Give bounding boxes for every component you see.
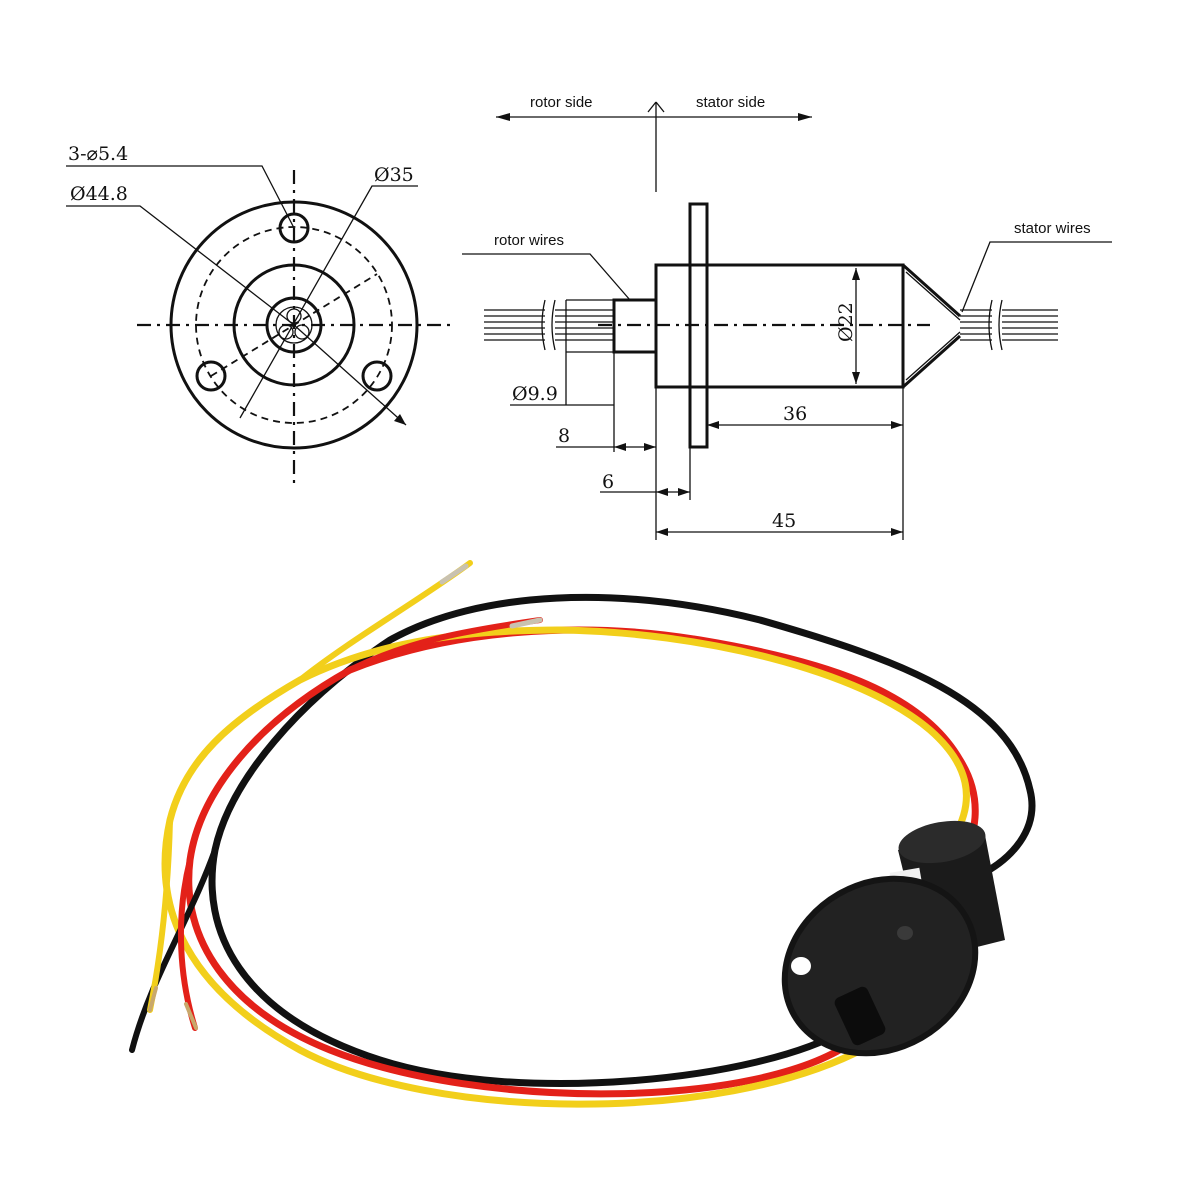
- stator-wire-bundle: [960, 299, 1058, 351]
- flange-hole-icon: [923, 1040, 941, 1056]
- holes-label: 3-⌀5.4: [68, 143, 128, 165]
- mount-hole-right: [361, 360, 393, 392]
- red-wire-tip-icon: [509, 617, 543, 629]
- red-end-tip-icon: [184, 1002, 198, 1030]
- front-view: 3-⌀5.4 Ø44.8 Ø35: [66, 143, 452, 485]
- dim-45-label: 45: [772, 510, 796, 532]
- arrowhead: [394, 414, 406, 425]
- flange-hole-icon: [791, 957, 811, 975]
- dim-8-label: 8: [558, 425, 570, 447]
- slip-ring-body: [781, 820, 1005, 1057]
- yellow-wire-tip-icon: [439, 563, 469, 585]
- stator-cone-top: [901, 263, 962, 318]
- yellow-wire: [161, 626, 970, 1108]
- arrowhead: [798, 113, 812, 121]
- holes-leader: [66, 165, 295, 229]
- arrowhead: [496, 113, 510, 121]
- inner-diameter-label: Ø35: [374, 164, 414, 186]
- red-wire: [185, 626, 979, 1098]
- rotor-wires-leader: [462, 253, 631, 301]
- rotor-side-label: rotor side: [530, 94, 593, 111]
- rotor-shaft: [834, 986, 886, 1046]
- outer-diameter-label: Ø44.8: [70, 183, 128, 205]
- side-view: rotor side stator side: [462, 94, 1112, 540]
- black-wire-end: [129, 847, 218, 1053]
- stator-cone-bottom: [901, 334, 962, 389]
- dim-36-label: 36: [783, 403, 807, 425]
- slip-ring-photo: [129, 560, 1036, 1108]
- rotor-wire-bundle: [484, 299, 614, 353]
- yellow-wire-end: [147, 817, 173, 1013]
- radius-leader: [293, 324, 407, 426]
- dim-6-label: 6: [602, 471, 614, 493]
- yellow-end-tip-icon: [148, 986, 158, 1012]
- rotor-wires-label: rotor wires: [494, 232, 564, 249]
- mount-hole-left: [195, 360, 227, 392]
- body-diameter-label: Ø22: [835, 302, 857, 342]
- flange-hole-icon: [897, 926, 913, 940]
- outer-diameter-leader: [66, 205, 295, 326]
- stator-wires-label: stator wires: [1014, 220, 1091, 237]
- cylinder-top: [898, 820, 986, 864]
- stator-side-label: stator side: [696, 94, 765, 111]
- stator-wires-leader: [961, 241, 1112, 313]
- shaft-diameter-label: Ø9.9: [512, 383, 558, 405]
- inner-diameter-leader: [239, 185, 418, 419]
